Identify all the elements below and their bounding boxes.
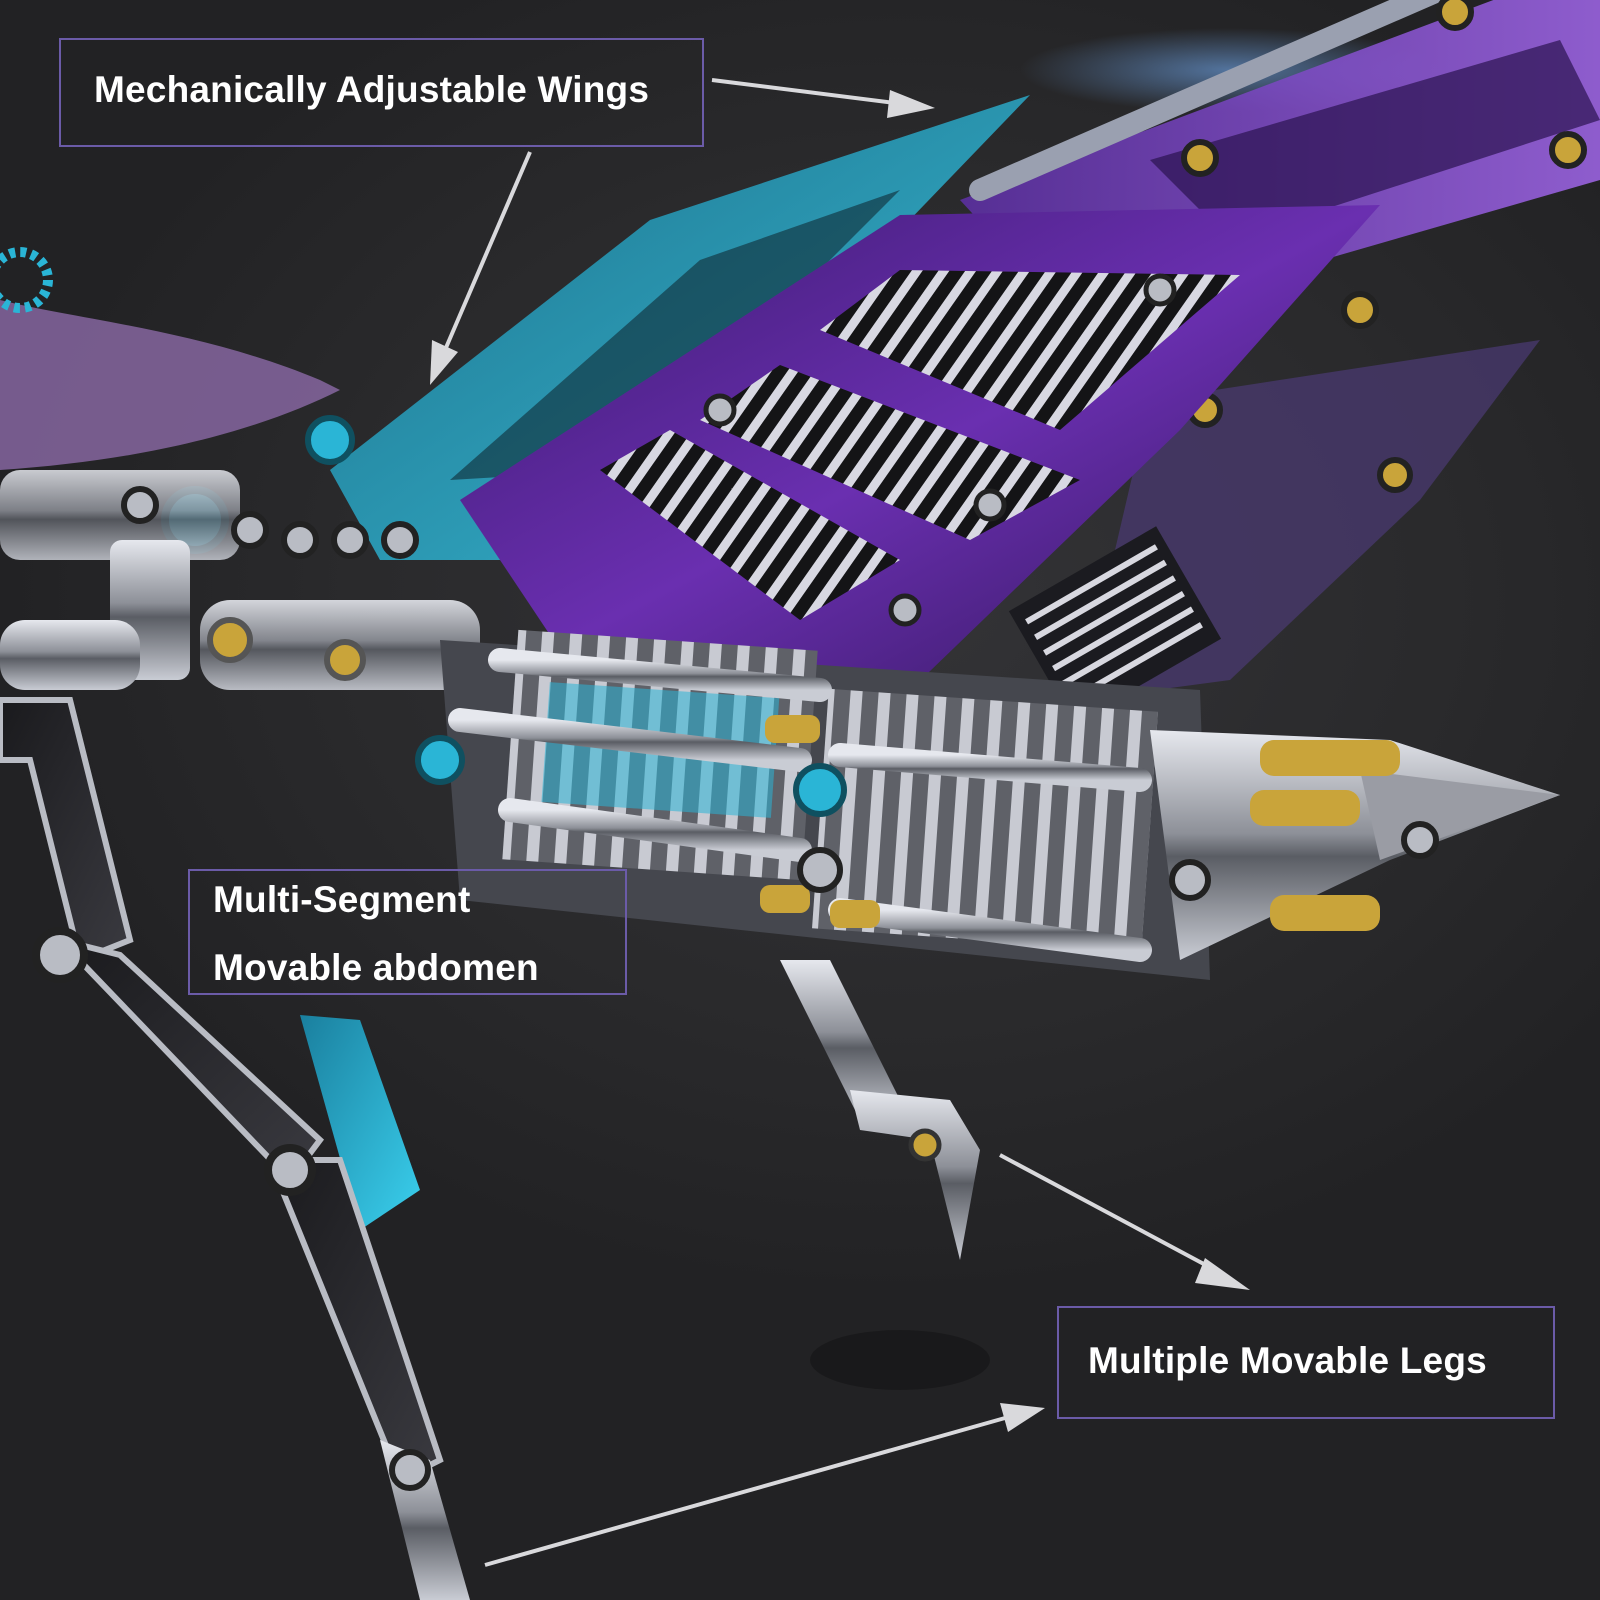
- callout-wings: Mechanically Adjustable Wings: [59, 38, 704, 147]
- callout-wings-label: Mechanically Adjustable Wings: [94, 69, 650, 110]
- callout-legs: Multiple Movable Legs: [1057, 1306, 1555, 1419]
- main-purple-wing: [460, 205, 1380, 700]
- pointer-arrows: [430, 78, 1250, 1567]
- mid-leg: [780, 960, 990, 1390]
- thorax: [0, 247, 480, 690]
- callout-abdomen-line2: Movable abdomen: [213, 947, 539, 988]
- tail: [1150, 730, 1560, 960]
- lower-wing: [1008, 340, 1540, 724]
- callout-abdomen-line1: Multi-Segment: [213, 879, 471, 920]
- cyan-wing: [330, 95, 1030, 560]
- abdomen: [415, 629, 1210, 980]
- callout-legs-label: Multiple Movable Legs: [1088, 1340, 1487, 1381]
- front-leg: [0, 697, 470, 1600]
- callout-abdomen: Multi-Segment Movable abdomen: [188, 869, 627, 995]
